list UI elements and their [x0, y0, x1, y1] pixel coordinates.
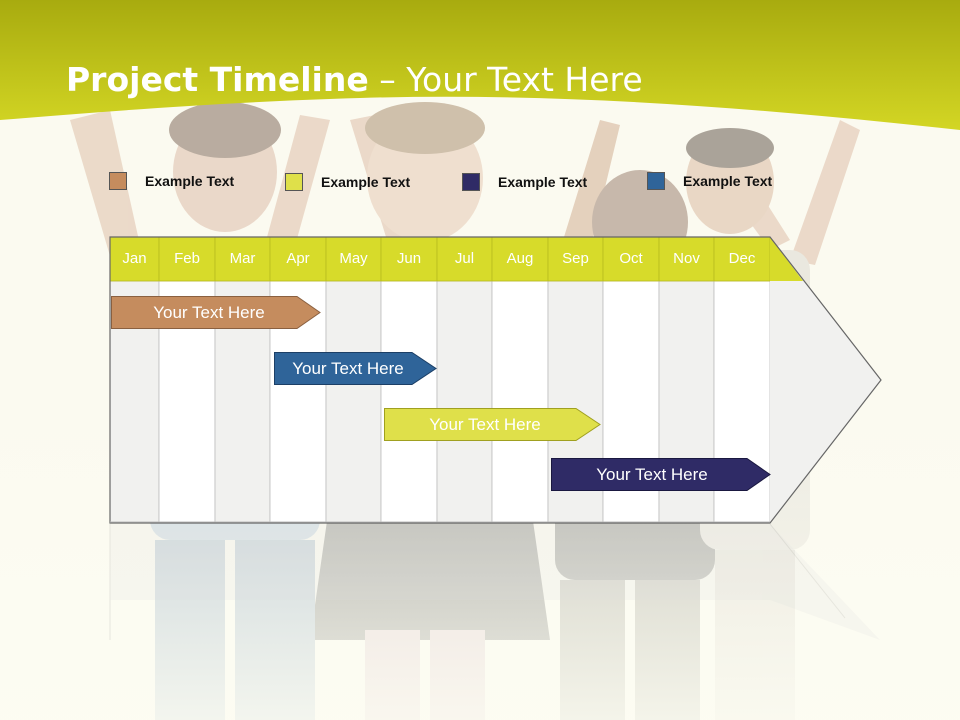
task-bar-4: Your Text Here	[551, 458, 771, 491]
month-label-feb: Feb	[174, 250, 200, 267]
legend-swatch-4	[647, 172, 665, 190]
legend-item-2: Example Text	[285, 172, 410, 192]
task-arrow-3	[384, 408, 601, 441]
task-label-4: Your Text Here	[596, 464, 708, 484]
page-title: Project Timeline – Your Text Here	[66, 60, 643, 99]
task-arrow-2	[274, 352, 437, 385]
task-label-3: Your Text Here	[429, 414, 541, 434]
legend-swatch-3	[462, 173, 480, 191]
task-label-2: Your Text Here	[292, 358, 404, 378]
month-header-cell-feb	[158, 236, 216, 282]
legend-label-3: Example Text	[498, 174, 588, 190]
task-arrow-1	[111, 296, 321, 329]
month-column-may	[325, 280, 382, 524]
legend-item-1: Example Text	[109, 171, 234, 191]
month-label-dec: Dec	[728, 250, 756, 267]
month-header-cell-sep	[547, 236, 604, 282]
task-bar-3: Your Text Here	[384, 408, 601, 441]
month-header-cell-jul	[436, 236, 493, 282]
task-bar-2: Your Text Here	[274, 352, 437, 385]
month-label-jun: Jun	[396, 250, 422, 267]
month-label-apr: Apr	[286, 250, 310, 267]
month-label-may: May	[339, 250, 368, 267]
month-label-jul: Jul	[454, 250, 475, 267]
legend-label-2: Example Text	[321, 174, 411, 190]
month-label-oct: Oct	[619, 250, 643, 267]
title-rest: – Your Text Here	[368, 60, 643, 99]
month-label-mar: Mar	[229, 250, 256, 267]
legend-label-4: Example Text	[683, 173, 773, 189]
legend-item-4: Example Text	[647, 171, 772, 191]
legend-swatch-1	[109, 172, 127, 190]
month-column-jun	[380, 280, 438, 524]
month-column-jul	[436, 280, 493, 524]
legend-swatch-2	[285, 173, 303, 191]
month-header-cell-jun	[380, 236, 438, 282]
month-label-nov: Nov	[673, 250, 700, 267]
task-bar-1: Your Text Here	[111, 296, 321, 329]
month-header-cell-apr	[269, 236, 327, 282]
month-label-aug: Aug	[506, 250, 534, 267]
task-label-1: Your Text Here	[153, 302, 265, 322]
month-header-cell-oct	[602, 236, 660, 282]
legend-label-1: Example Text	[145, 173, 235, 189]
month-header-cell-mar	[214, 236, 271, 282]
month-column-aug	[491, 280, 549, 524]
month-header-cell-dec	[713, 236, 771, 282]
task-arrow-4	[551, 458, 771, 491]
title-bold: Project Timeline	[66, 60, 369, 99]
month-label-jan: Jan	[122, 250, 147, 267]
legend-item-3: Example Text	[462, 172, 587, 192]
month-label-sep: Sep	[562, 250, 589, 267]
